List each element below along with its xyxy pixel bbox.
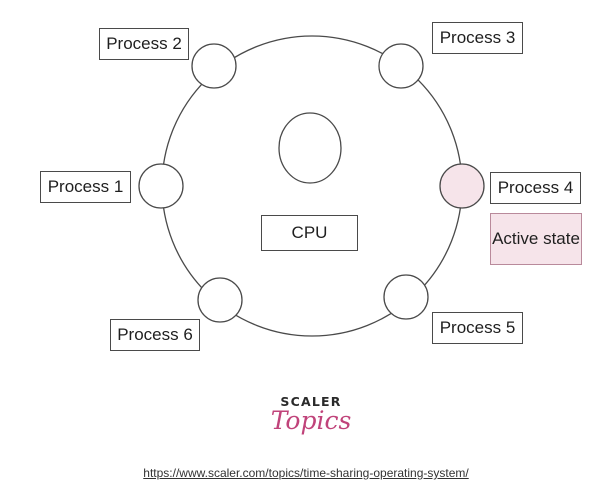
scaler-topics-logo: SCALER Topics [270,392,352,452]
process-3-node [378,43,424,89]
process-6-label: Process 6 [110,319,200,351]
logo-topics-text: Topics [270,406,352,435]
process-4-label: Process 4 [490,172,581,204]
cpu-core-ellipse [278,112,342,184]
cpu-label: CPU [261,215,358,251]
process-1-node [138,163,184,209]
process-4-node [439,163,485,209]
process-2-label: Process 2 [99,28,189,60]
process-1-label: Process 1 [40,171,131,203]
active-state-label: Active state [490,213,582,265]
process-2-node [191,43,237,89]
process-5-label: Process 5 [432,312,523,344]
process-6-node [197,277,243,323]
source-link[interactable]: https://www.scaler.com/topics/time-shari… [143,466,469,480]
process-5-node [383,274,429,320]
logo-scaler-text: SCALER [280,394,342,409]
process-3-label: Process 3 [432,22,523,54]
